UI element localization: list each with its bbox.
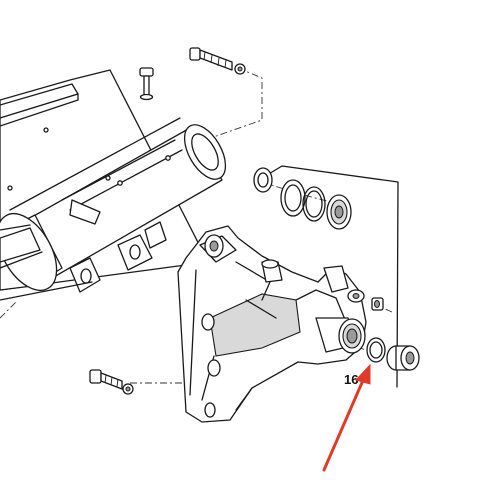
bushing-upper [253,167,273,193]
lower-bolt [89,369,123,390]
end-bushing [386,345,420,371]
red-arrow [322,363,371,472]
top-bolt [189,47,233,71]
snap-ring [302,186,326,222]
cylinder-mount-lugs [0,221,167,301]
cylinder-fasteners [7,127,171,191]
o-ring-large [280,179,306,217]
output-spigot [315,317,366,354]
shaft-seal [366,337,386,363]
bracket-tab [69,199,101,225]
dowel-pin [371,297,384,311]
lower-washer-hole [125,386,131,392]
vertical-screw [139,67,154,101]
upper-rail [0,83,79,127]
callout-number-16: 16 [344,372,358,387]
cylinder-body [0,117,227,291]
bearing [326,194,352,230]
top-washer-hole [237,66,243,72]
seal-kit-frame [261,165,399,388]
main-housing [177,225,367,423]
